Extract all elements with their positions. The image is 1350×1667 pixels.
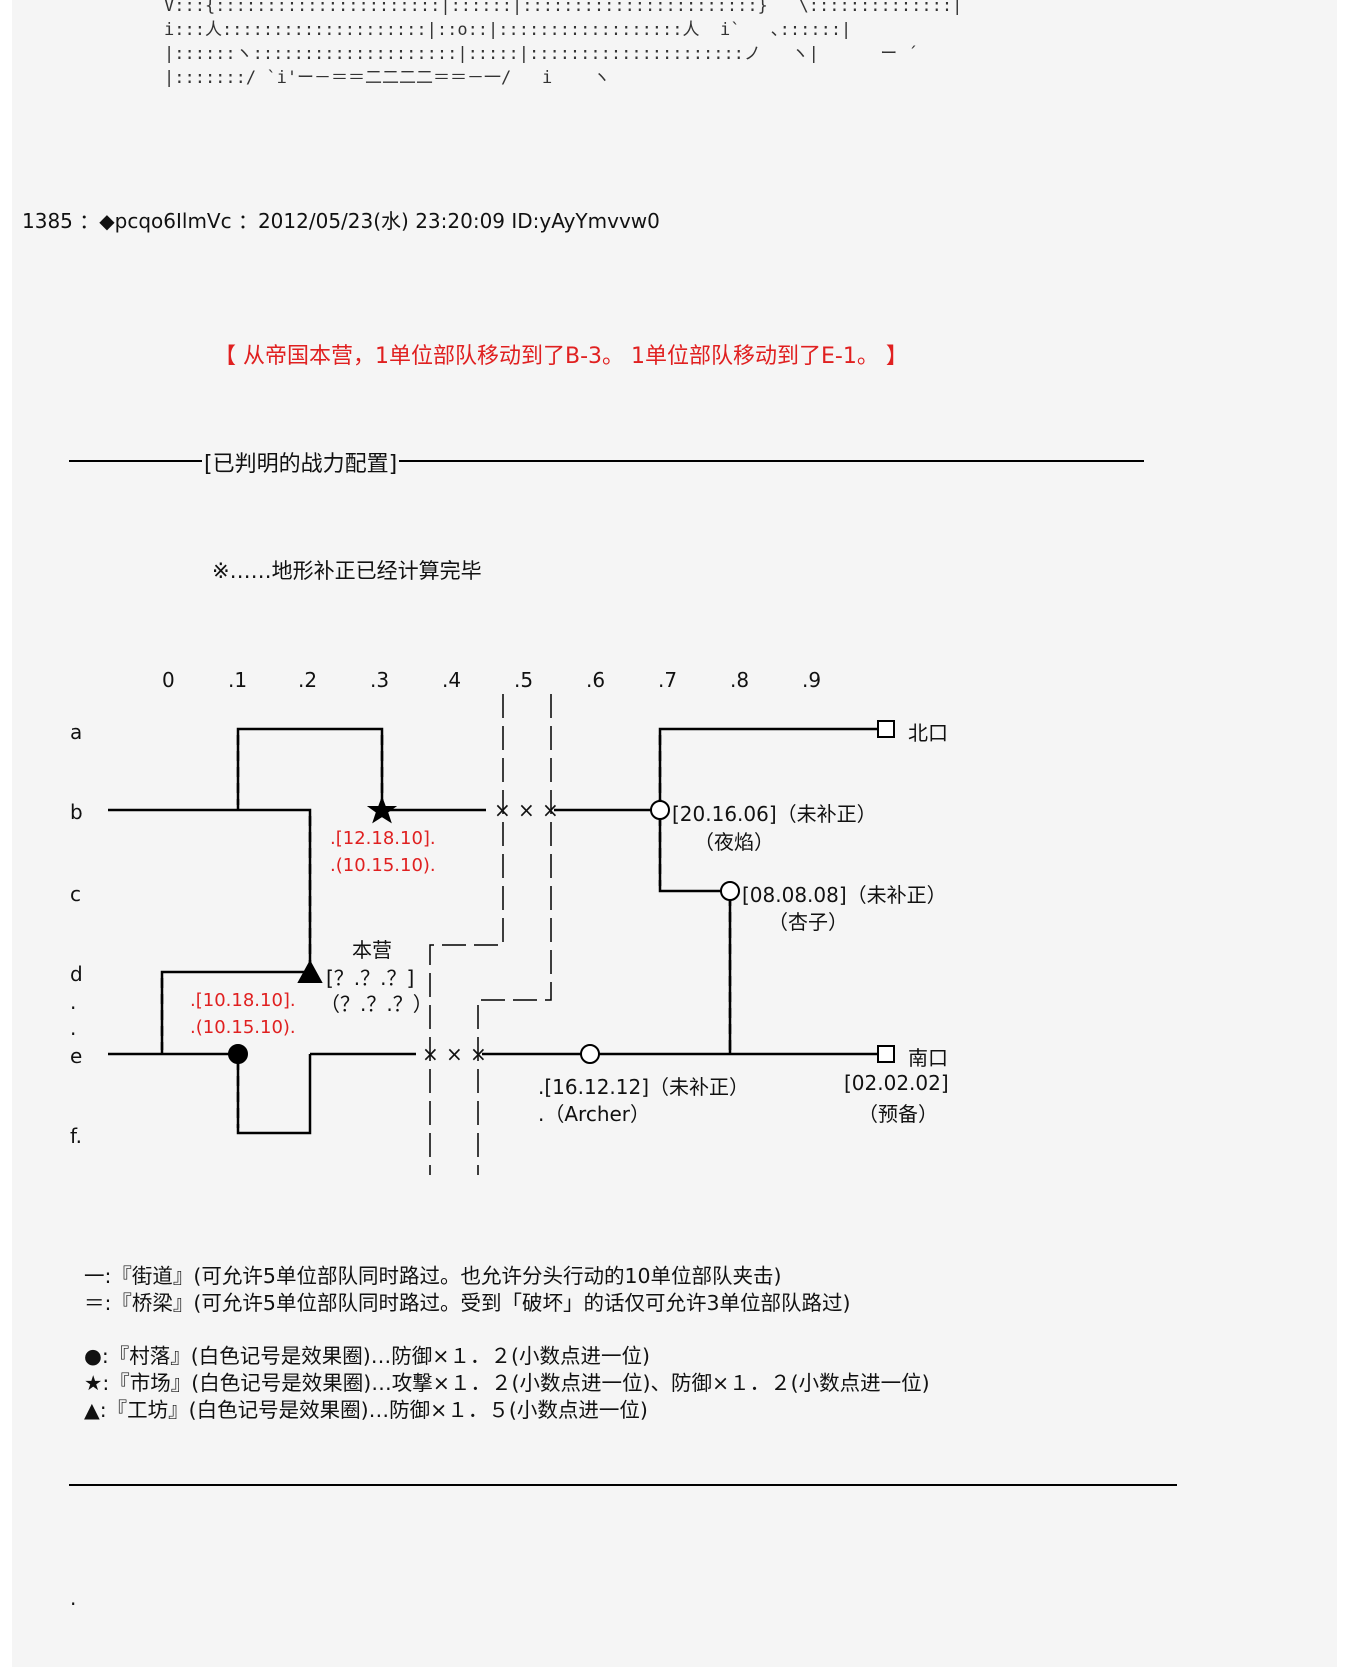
bridge-mark: × [518, 798, 535, 822]
row-label: a [70, 720, 83, 744]
bridge-mark: × [542, 798, 559, 822]
legend-bridge: ＝:『桥梁』(可允许5单位部队同时路过。受到「破坏」的话仅可允许3单位部队路过) [84, 1291, 851, 1315]
road-a-loop [236, 727, 384, 810]
village-stats: .[10.18.10]. [190, 990, 296, 1011]
ascii-art-line: |:::::::/ `i'ー－＝＝二二二二＝＝－一/ i ヽ [164, 68, 611, 88]
south-gate-box [877, 1045, 895, 1063]
unit-yaen-marker [650, 800, 670, 820]
row-label: e [70, 1044, 83, 1068]
row-label: d [70, 962, 83, 986]
reserve-stats: [02.02.02] [844, 1071, 949, 1095]
road-b-mid [238, 808, 312, 972]
workshop-marker [297, 959, 323, 983]
unit-archer-marker [580, 1044, 600, 1064]
village-stats: .(10.15.10). [190, 1017, 296, 1038]
north-gate-label: 北口 [908, 721, 948, 745]
unit-anzu-stats: [08.08.08]（未补正） [742, 883, 947, 907]
unit-anzu-marker [720, 881, 740, 901]
col-label: 0 [162, 668, 175, 692]
col-label: .5 [514, 668, 534, 692]
row-label: . [70, 1016, 77, 1040]
ascii-art-line: V:::{::::::::::::::::::::::|::::::|:::::… [164, 0, 963, 16]
market-stats: .(10.15.10). [330, 855, 436, 876]
post-header: 1385 ：◆pcqo6IlmVc ：2012/05/23(水) 23:20:0… [22, 209, 660, 233]
hq-label: 本营 [352, 938, 392, 962]
bridge-mark: × [422, 1042, 439, 1066]
col-label: .9 [802, 668, 822, 692]
legend-road: 一:『街道』(可允许5单位部队同时路过。也允许分头行动的10单位部队夹击) [84, 1264, 782, 1288]
unit-archer-name: .（Archer） [538, 1102, 651, 1126]
unit-archer-stats: .[16.12.12]（未补正） [538, 1075, 750, 1099]
bridge-mark: × [470, 1042, 487, 1066]
footer-mark: . [70, 1586, 77, 1610]
ascii-art: V:::{::::::::::::::::::::::|::::::|:::::… [164, 0, 962, 90]
village-marker [228, 1044, 248, 1064]
terrain-note: ※……地形补正已经计算完毕 [212, 559, 482, 583]
road-f-loop [236, 1054, 312, 1135]
bridge-mark: × [446, 1042, 463, 1066]
ascii-art-line: |::::::ヽ::::::::::::::::::::|:::::|:::::… [164, 44, 918, 64]
bridge-mark: × [494, 798, 511, 822]
col-label: .2 [298, 668, 318, 692]
legend-market: ★:『市场』(白色记号是效果圈)…攻撃×１．２(小数点进一位)、防御×１．２(小… [84, 1371, 930, 1395]
section-rule-top [69, 460, 1144, 462]
legend-village: ●:『村落』(白色记号是效果圈)…防御×１．２(小数点进一位) [84, 1344, 650, 1368]
north-gate-box [877, 720, 895, 738]
section-title: [已判明的战力配置] [202, 446, 400, 478]
market-stats: .[12.18.10]. [330, 828, 436, 849]
reserve-name: （预备） [858, 1102, 938, 1126]
section-rule-bottom [69, 1484, 1177, 1486]
hq-stats: [？.？.？] [326, 966, 415, 990]
legend-workshop: ▲:『工坊』(白色记号是效果圈)…防御×１．５(小数点进一位) [84, 1398, 648, 1422]
hq-stats: （？.？.？） [320, 992, 433, 1016]
river-line [429, 694, 504, 1175]
post-page: V:::{::::::::::::::::::::::|::::::|:::::… [12, 0, 1337, 1667]
market-marker [366, 796, 398, 824]
col-label: .3 [370, 668, 390, 692]
row-label: . [70, 990, 77, 1014]
unit-yaen-name: （夜焰） [694, 830, 774, 854]
announcement: 【 从帝国本营，1单位部队移动到了B-3。 1单位部队移动到了E-1。 】 [214, 344, 908, 369]
row-label: b [70, 800, 83, 824]
unit-yaen-stats: [20.16.06]（未补正） [672, 802, 877, 826]
row-label: f. [70, 1124, 82, 1148]
col-label: .4 [442, 668, 462, 692]
ascii-art-line: i:::人::::::::::::::::::::|::o::|::::::::… [164, 20, 852, 40]
river-line [477, 694, 552, 1175]
battle-map-lines [108, 694, 895, 1175]
col-label: .8 [730, 668, 750, 692]
col-label: .6 [586, 668, 606, 692]
col-label: .1 [228, 668, 248, 692]
unit-anzu-name: （杏子） [768, 910, 848, 934]
road-d-loop [160, 970, 310, 1054]
col-label: .7 [658, 668, 678, 692]
south-gate-label: 南口 [908, 1046, 948, 1070]
row-label: c [70, 882, 81, 906]
